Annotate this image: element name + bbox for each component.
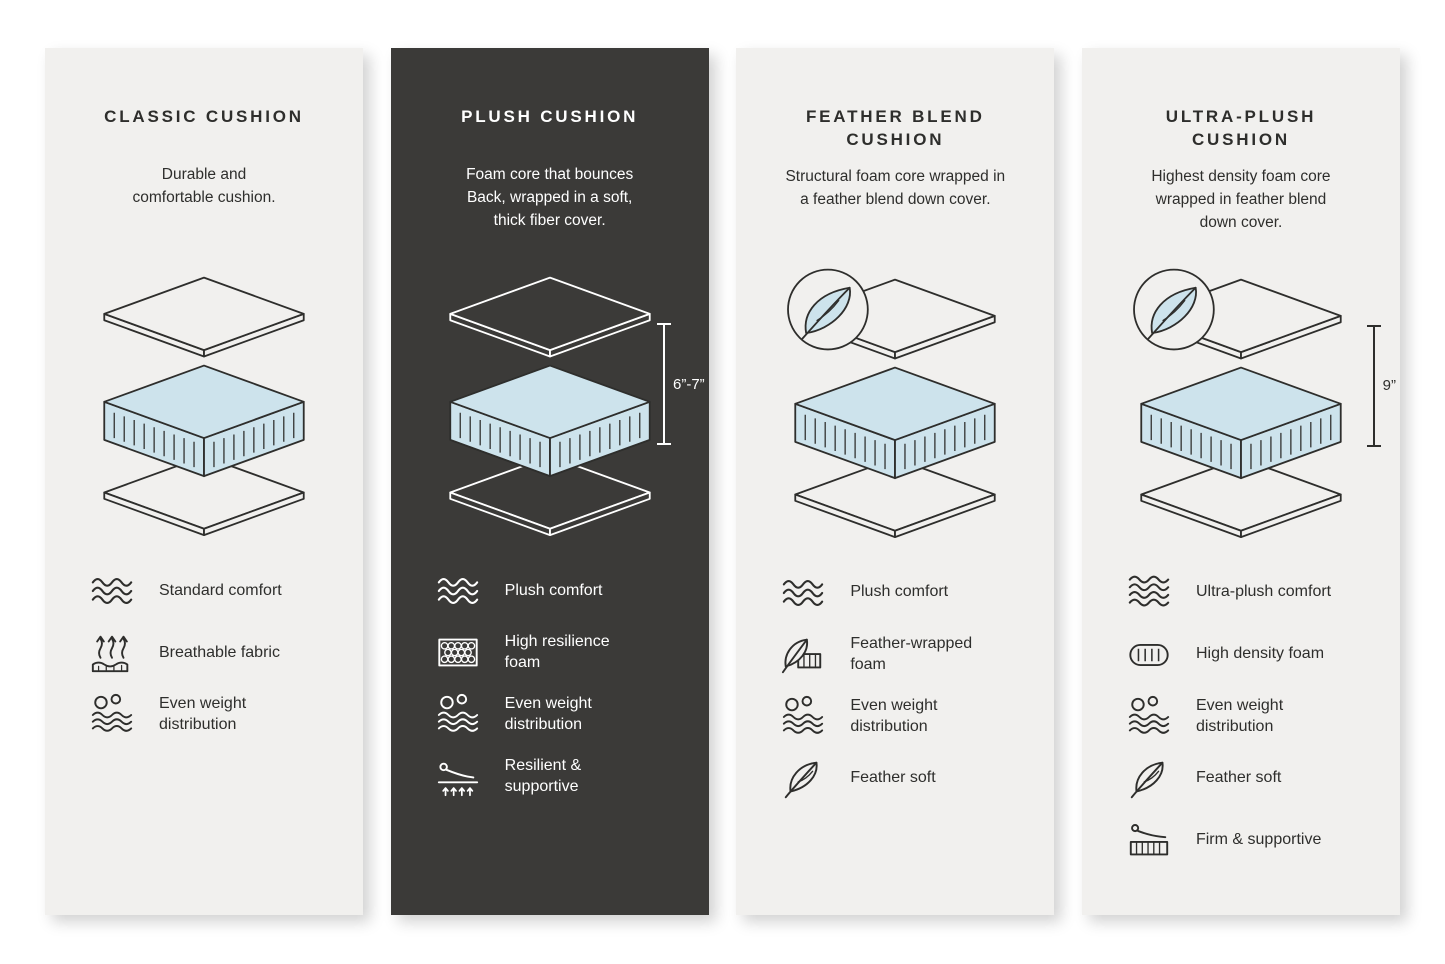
cushion-diagram bbox=[75, 264, 333, 542]
feature-list: Plush comfort Feather-wrapped foam Even … bbox=[766, 570, 1024, 802]
feather-icon bbox=[1124, 756, 1174, 802]
wave-icon bbox=[87, 568, 137, 614]
feature-label: Standard comfort bbox=[159, 581, 282, 599]
panel-title: ULTRA-PLUSH CUSHION bbox=[1165, 107, 1317, 149]
feature-label: Feather soft bbox=[850, 769, 936, 787]
cushion-diagram: 9” bbox=[1112, 266, 1396, 544]
feature-label: Even weight distribution bbox=[159, 695, 247, 733]
weight-distribution-icon bbox=[778, 694, 828, 740]
panel-title: CLASSIC CUSHION bbox=[104, 107, 304, 126]
feature-row: Plush comfort bbox=[778, 570, 1024, 616]
high-density-foam-icon bbox=[1124, 632, 1174, 678]
measure-label: 6”-7” bbox=[672, 375, 705, 393]
feature-row: Ultra-plush comfort bbox=[1124, 570, 1370, 616]
cushion-layers-illustration bbox=[777, 266, 1013, 538]
feature-row: Even weight distribution bbox=[778, 694, 1024, 740]
feature-row: Breathable fabric bbox=[87, 630, 333, 676]
feature-list: Ultra-plush comfort High density foam Ev… bbox=[1112, 570, 1370, 864]
panel-title: FEATHER BLEND CUSHION bbox=[805, 107, 985, 149]
feature-label: Ultra-plush comfort bbox=[1195, 583, 1332, 601]
feature-row: Plush comfort bbox=[433, 568, 679, 614]
feature-label: Even weight distribution bbox=[1195, 697, 1284, 735]
feature-row: Feather-wrapped foam bbox=[778, 632, 1024, 678]
wave-icon bbox=[1124, 570, 1174, 616]
feature-label: High density foam bbox=[1195, 645, 1325, 663]
feature-label: Plush comfort bbox=[850, 583, 949, 601]
feature-row: Even weight distribution bbox=[87, 692, 333, 738]
firm-supportive-icon bbox=[1124, 818, 1174, 864]
panel-classic-cushion: CLASSIC CUSHION Durable and comfortable … bbox=[45, 48, 363, 915]
panel-description: Structural foam core wrapped in a feathe… bbox=[785, 167, 1006, 208]
measure-line bbox=[1366, 324, 1381, 447]
cushion-diagram bbox=[766, 266, 1024, 544]
feature-label: Even weight distribution bbox=[850, 697, 938, 735]
feature-row: Resilient & supportive bbox=[433, 754, 679, 800]
cushion-layers-illustration bbox=[432, 264, 668, 536]
feature-row: Standard comfort bbox=[87, 568, 333, 614]
feature-row: High density foam bbox=[1124, 632, 1370, 678]
feather-icon bbox=[778, 756, 828, 802]
panel-title: PLUSH CUSHION bbox=[461, 107, 639, 126]
panel-description: Durable and comfortable cushion. bbox=[132, 166, 276, 206]
height-measurement: 6”-7” bbox=[656, 323, 705, 445]
feature-label: Firm & supportive bbox=[1195, 831, 1322, 849]
measure-label: 9” bbox=[1382, 377, 1396, 395]
feather-wrapped-foam-icon bbox=[778, 632, 828, 678]
weight-distribution-icon bbox=[433, 692, 483, 738]
feature-label: Resilient & supportive bbox=[504, 757, 582, 795]
breathable-fabric-icon bbox=[87, 630, 137, 676]
panel-description: Highest density foam core wrapped in fea… bbox=[1151, 167, 1331, 231]
wave-icon bbox=[778, 570, 828, 616]
weight-distribution-icon bbox=[87, 692, 137, 738]
feature-label: Feather soft bbox=[1195, 769, 1282, 787]
measure-line bbox=[656, 323, 671, 445]
feature-label: High resilience foam bbox=[504, 633, 610, 671]
feature-row: Firm & supportive bbox=[1124, 818, 1370, 864]
panel-description: Foam core that bounces Back, wrapped in … bbox=[466, 166, 634, 229]
feature-row: Feather soft bbox=[1124, 756, 1370, 802]
feature-label: Breathable fabric bbox=[159, 643, 280, 661]
feature-list: Plush comfort High resilience foam Even … bbox=[421, 568, 679, 800]
feature-row: Even weight distribution bbox=[433, 692, 679, 738]
feature-row: High resilience foam bbox=[433, 630, 679, 676]
feature-row: Even weight distribution bbox=[1124, 694, 1370, 740]
feature-label: Feather-wrapped foam bbox=[850, 635, 973, 673]
feature-row: Feather soft bbox=[778, 756, 1024, 802]
feather-badge-icon bbox=[788, 270, 868, 350]
panel-feather-blend-cushion: FEATHER BLEND CUSHION Structural foam co… bbox=[736, 48, 1055, 915]
feature-list: Standard comfort Breathable fabric Even … bbox=[75, 568, 333, 738]
panel-plush-cushion: PLUSH CUSHION Foam core that bounces Bac… bbox=[390, 48, 709, 915]
feature-label: Plush comfort bbox=[504, 581, 603, 599]
cushion-diagram: 6”-7” bbox=[421, 264, 705, 542]
cushion-layers-illustration bbox=[1123, 266, 1359, 538]
wave-icon bbox=[433, 568, 483, 614]
height-measurement: 9” bbox=[1366, 324, 1396, 447]
feature-label: Even weight distribution bbox=[504, 695, 592, 733]
panel-ultra-plush-cushion: ULTRA-PLUSH CUSHION Highest density foam… bbox=[1081, 48, 1400, 915]
weight-distribution-icon bbox=[1124, 694, 1174, 740]
resilience-foam-icon bbox=[433, 630, 483, 676]
cushion-layers-illustration bbox=[86, 264, 322, 536]
resilient-supportive-icon bbox=[433, 754, 483, 800]
feather-badge-icon bbox=[1134, 270, 1214, 350]
